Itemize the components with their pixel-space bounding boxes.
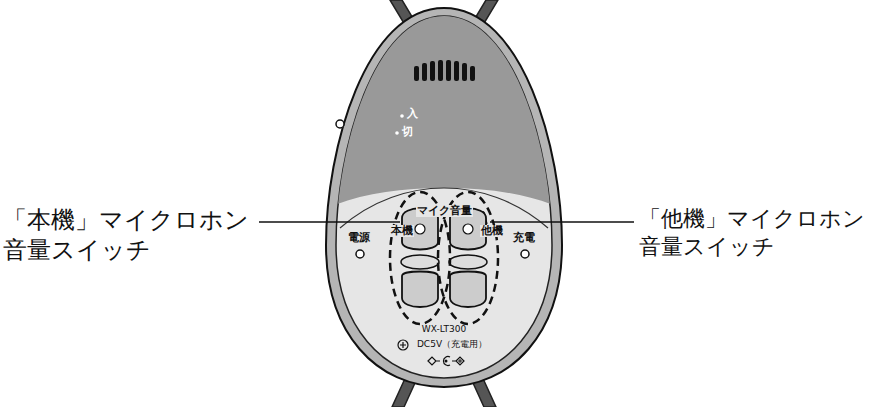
switch-off-label: 切 [402,126,413,138]
charge-label: 充電 [512,232,536,244]
dc-input-label: DC5V（充電用） [417,340,487,350]
own-unit-label: 本機 [390,225,414,237]
callout-label: 「本機」マイクロホン 音量スイッチ [2,205,259,265]
switch-on-label: 入 [407,108,418,120]
mic-volume-label: マイク音量 [416,205,473,217]
callout-label: 「他機」マイクロホン 音量スイッチ [638,205,888,260]
model-number: WX-LT300 [422,325,466,335]
power-label: 電源 [347,232,371,244]
other-unit-label: 他機 [480,225,504,237]
